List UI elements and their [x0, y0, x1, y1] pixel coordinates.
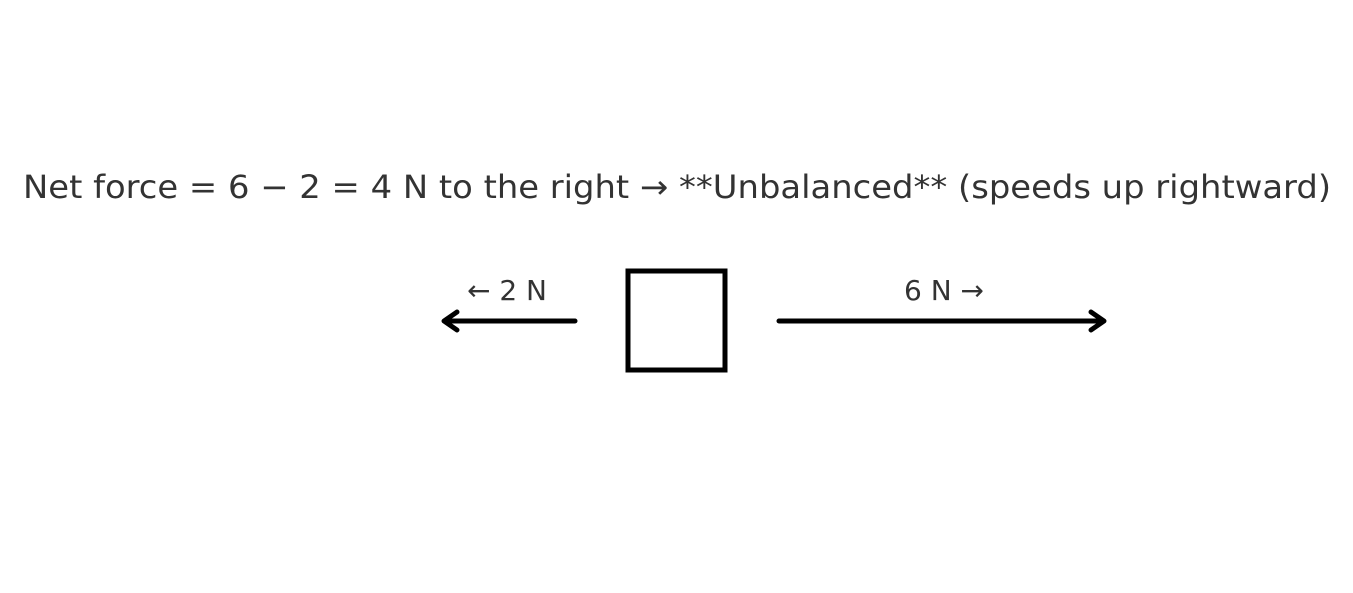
right-force-label: 6 N → [904, 274, 984, 307]
left-force-label: ← 2 N [467, 274, 547, 307]
right-force-arrow [776, 309, 1107, 333]
right-force-arrow-head [1088, 309, 1107, 333]
left-force-arrow [441, 309, 578, 333]
left-force-arrow-head [441, 309, 460, 333]
object-block [625, 268, 728, 373]
net-force-statement: Net force = 6 − 2 = 4 N to the right → *… [23, 168, 1331, 206]
